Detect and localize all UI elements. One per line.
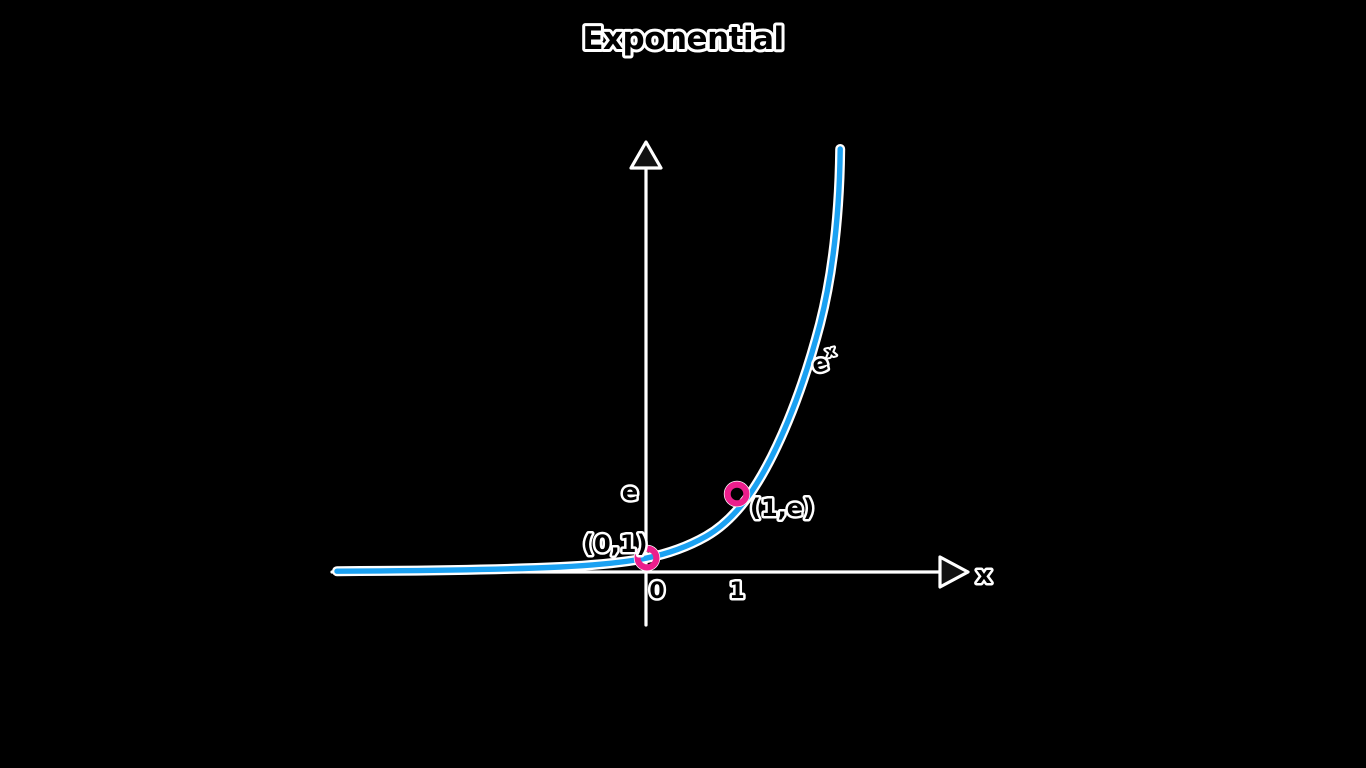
- x-axis-line-with-arrow: [330, 555, 970, 589]
- y-axis-line-with-arrow: [629, 140, 663, 627]
- y-tick-label-e-text: e: [622, 478, 638, 506]
- chart-title: Exponential: [579, 18, 787, 60]
- point-label-origin: (0,1): [581, 528, 650, 561]
- x-tick-label-0: 0: [647, 577, 667, 607]
- x-tick-label-1: 1: [727, 577, 747, 607]
- point-e-ring: [724, 481, 750, 507]
- point-marker-e[interactable]: [723, 480, 751, 508]
- y-axis: [629, 140, 663, 627]
- x-tick-label-1-text: 1: [729, 579, 744, 604]
- x-axis: [330, 555, 970, 589]
- point-label-e: (1,e): [748, 492, 817, 525]
- point-label-e-text: (1,e): [750, 494, 814, 522]
- point-label-origin-text: (0,1): [583, 530, 647, 558]
- x-axis-label-text: x: [976, 561, 992, 589]
- point-marker-origin[interactable]: [633, 544, 661, 572]
- y-tick-label-e: e: [619, 476, 640, 509]
- point-origin-ring: [634, 545, 660, 571]
- x-tick-label-0-text: 0: [649, 579, 664, 604]
- chart-title-text: Exponential: [582, 21, 783, 57]
- x-axis-label: x: [974, 559, 995, 592]
